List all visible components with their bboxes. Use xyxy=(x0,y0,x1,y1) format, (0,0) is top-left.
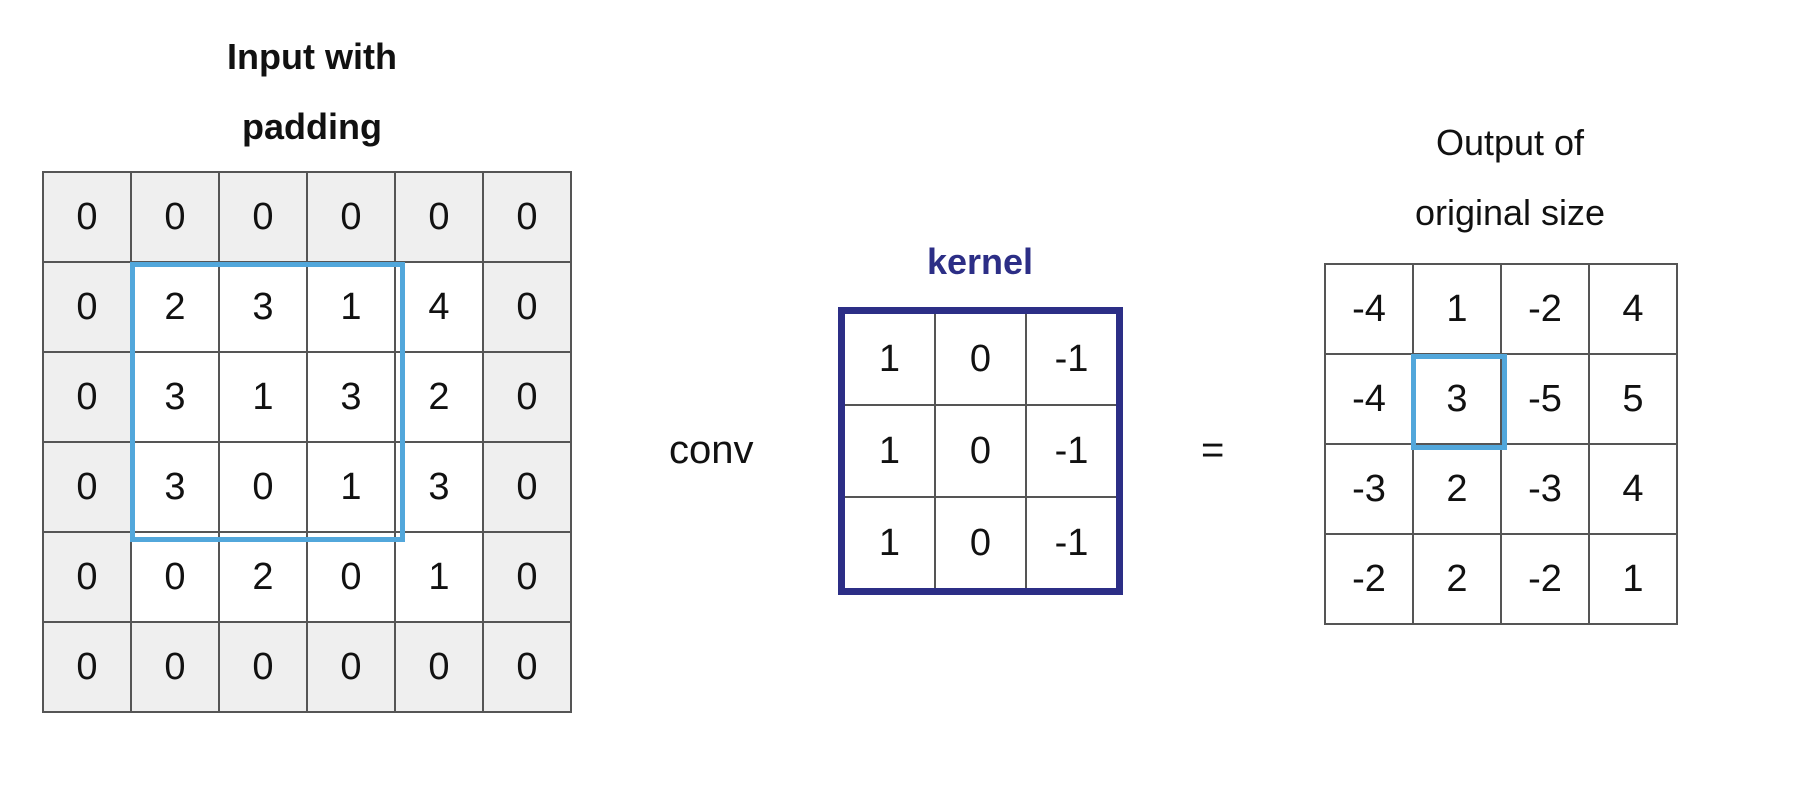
matrix-cell: 0 xyxy=(42,351,132,443)
matrix-cell: 0 xyxy=(42,261,132,353)
matrix-cell: 0 xyxy=(482,441,572,533)
matrix-cell: 2 xyxy=(1412,443,1502,535)
matrix-cell: 0 xyxy=(130,621,220,713)
output-title-line2: original size xyxy=(1414,192,1606,233)
input-title-line1: Input with xyxy=(227,36,397,77)
matrix-cell: 1 xyxy=(306,441,396,533)
matrix-cell: 0 xyxy=(42,441,132,533)
matrix-cell: -1 xyxy=(1025,310,1120,406)
matrix-cell: 0 xyxy=(218,441,308,533)
matrix-cell: 0 xyxy=(306,621,396,713)
matrix-cell: 3 xyxy=(306,351,396,443)
matrix-cell: -3 xyxy=(1500,443,1590,535)
matrix-cell: 1 xyxy=(841,404,936,498)
input-title-line2: padding xyxy=(242,106,382,147)
matrix-cell: 0 xyxy=(934,404,1027,498)
matrix-cell: 0 xyxy=(42,531,132,623)
matrix-cell: 2 xyxy=(394,351,484,443)
matrix-cell: 3 xyxy=(130,441,220,533)
output-title: Output of original size xyxy=(1365,108,1655,248)
matrix-cell: 4 xyxy=(394,261,484,353)
matrix-cell: 0 xyxy=(42,621,132,713)
matrix-cell: 0 xyxy=(394,621,484,713)
matrix-cell: 1 xyxy=(306,261,396,353)
matrix-cell: 2 xyxy=(218,531,308,623)
matrix-cell: 3 xyxy=(1412,353,1502,445)
matrix-cell: 0 xyxy=(306,531,396,623)
matrix-cell: -5 xyxy=(1500,353,1590,445)
matrix-cell: 0 xyxy=(934,496,1027,592)
kernel-title: kernel xyxy=(926,241,1034,282)
output-title-line1: Output of xyxy=(1435,122,1585,163)
matrix-cell: 2 xyxy=(1412,533,1502,625)
matrix-cell: 0 xyxy=(130,531,220,623)
input-title: Input with padding xyxy=(212,22,412,162)
matrix-cell: 1 xyxy=(218,351,308,443)
matrix-cell: -1 xyxy=(1025,404,1120,498)
matrix-cell: 0 xyxy=(42,171,132,263)
matrix-cell: 5 xyxy=(1588,353,1678,445)
matrix-cell: 0 xyxy=(482,171,572,263)
matrix-cell: -1 xyxy=(1025,496,1120,592)
matrix-cell: 0 xyxy=(482,621,572,713)
matrix-cell: 0 xyxy=(306,171,396,263)
matrix-cell: 0 xyxy=(218,621,308,713)
matrix-cell: 0 xyxy=(482,531,572,623)
matrix-cell: 3 xyxy=(130,351,220,443)
matrix-cell: 3 xyxy=(218,261,308,353)
matrix-cell: 1 xyxy=(841,310,936,406)
matrix-cell: 1 xyxy=(1588,533,1678,625)
matrix-cell: -4 xyxy=(1324,353,1414,445)
matrix-cell: 1 xyxy=(1412,263,1502,355)
conv-operator: conv xyxy=(669,428,754,472)
matrix-cell: -2 xyxy=(1500,533,1590,625)
matrix-cell: 0 xyxy=(934,310,1027,406)
matrix-cell: 0 xyxy=(218,171,308,263)
matrix-cell: -2 xyxy=(1324,533,1414,625)
equals-operator: = xyxy=(1201,428,1225,472)
matrix-cell: 0 xyxy=(482,351,572,443)
matrix-cell: -4 xyxy=(1324,263,1414,355)
matrix-cell: 0 xyxy=(482,261,572,353)
matrix-cell: 0 xyxy=(394,171,484,263)
matrix-cell: 1 xyxy=(394,531,484,623)
matrix-cell: 2 xyxy=(130,261,220,353)
matrix-cell: -3 xyxy=(1324,443,1414,535)
matrix-cell: 3 xyxy=(394,441,484,533)
matrix-cell: 4 xyxy=(1588,263,1678,355)
matrix-cell: 0 xyxy=(130,171,220,263)
matrix-cell: -2 xyxy=(1500,263,1590,355)
matrix-cell: 4 xyxy=(1588,443,1678,535)
matrix-cell: 1 xyxy=(841,496,936,592)
